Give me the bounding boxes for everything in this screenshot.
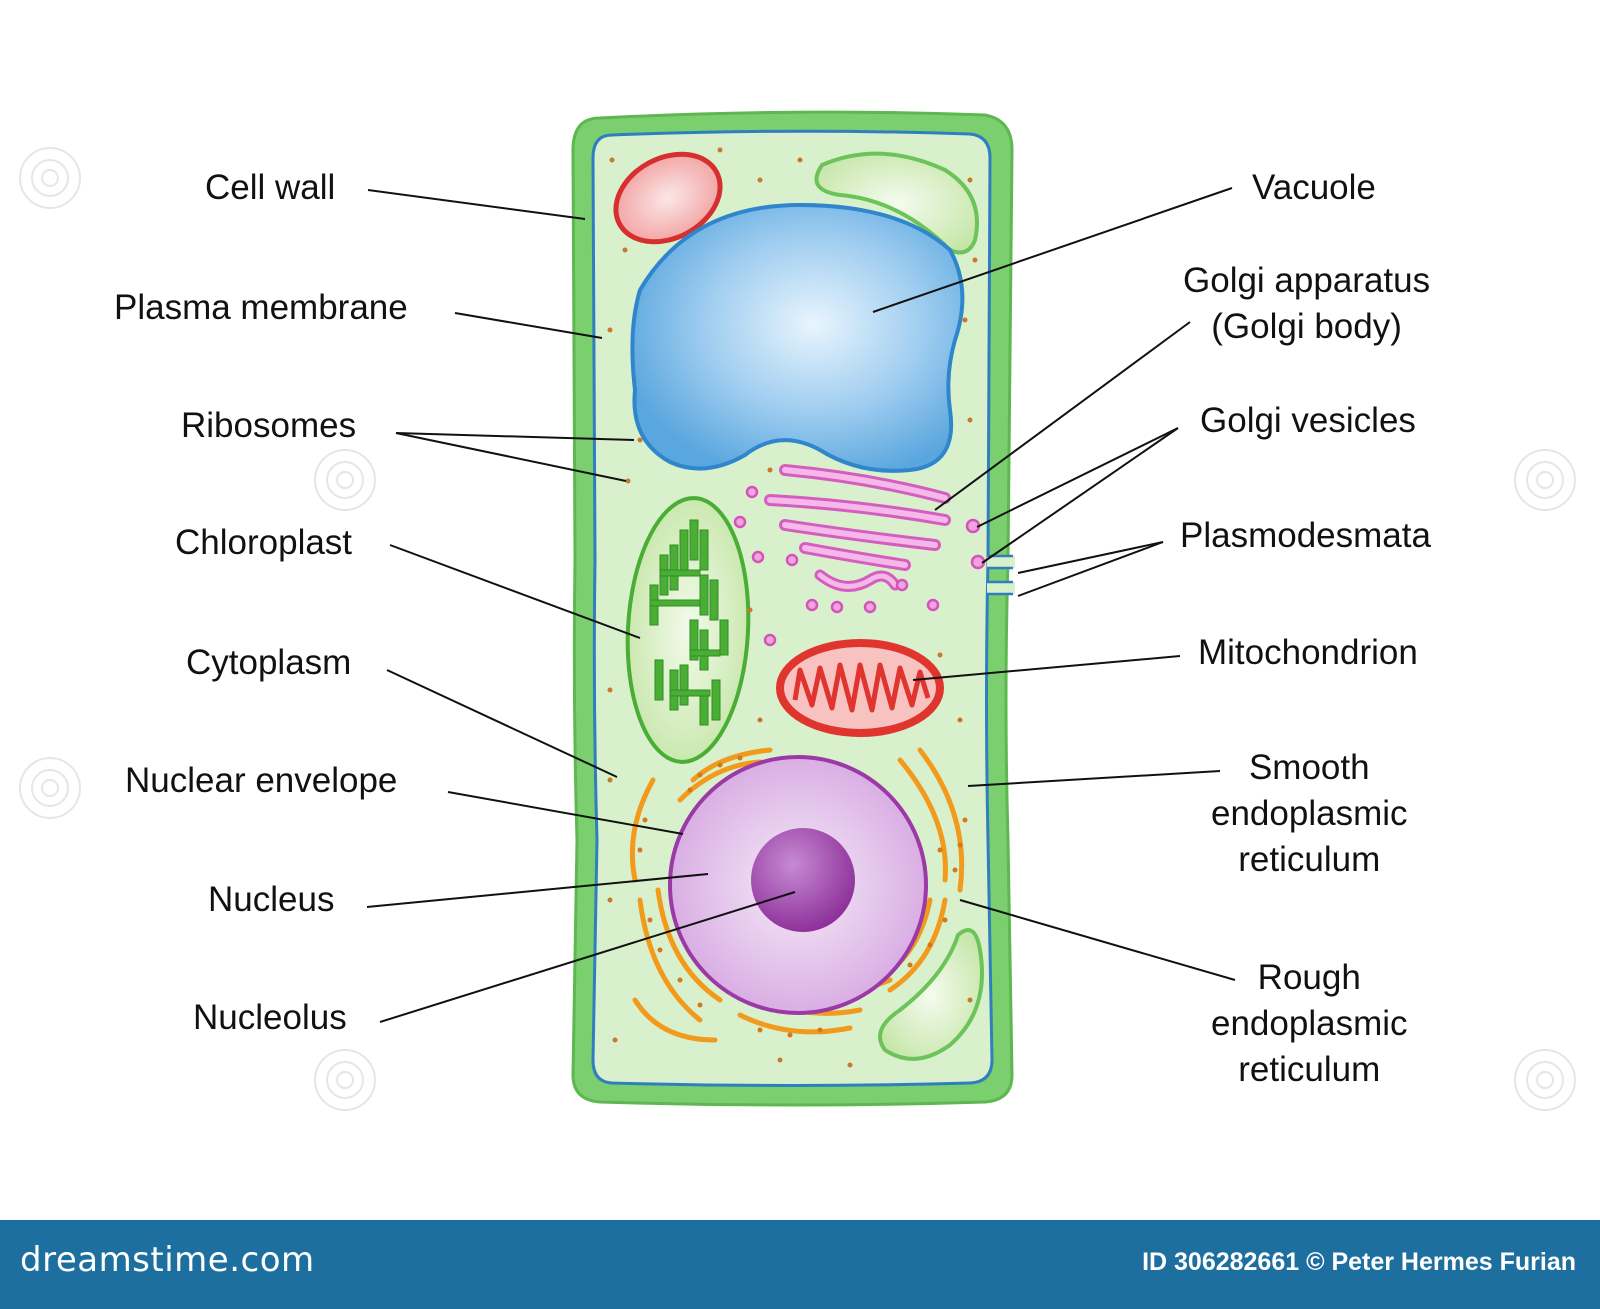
label-smooth-er-line2: endoplasmic: [1211, 794, 1408, 834]
label-golgi-apparatus-line2: (Golgi body): [1211, 307, 1402, 347]
golgi-apparatus: [764, 464, 951, 592]
er-ribosome-dots: [637, 755, 968, 1038]
label-golgi-vesicles: Golgi vesicles: [1200, 401, 1416, 440]
plant-cell-diagram: [19, 110, 1576, 1111]
footer-brand: dreamstime.com: [20, 1240, 315, 1280]
label-plasmodesmata: Plasmodesmata: [1180, 516, 1431, 555]
chloroplast: [625, 496, 751, 764]
mitochondrion: [776, 639, 944, 737]
label-mitochondrion: Mitochondrion: [1198, 633, 1418, 672]
watermark-swirls: [19, 147, 1576, 1111]
label-nucleus: Nucleus: [208, 880, 335, 919]
footer-credit: ID 306282661 © Peter Hermes Furian: [1142, 1248, 1576, 1276]
label-cytoplasm: Cytoplasm: [186, 643, 352, 682]
label-rough-er-line3: reticulum: [1238, 1050, 1381, 1090]
red-plastid: [613, 151, 723, 245]
label-smooth-er-line1: Smooth: [1248, 748, 1370, 787]
label-vacuole: Vacuole: [1252, 168, 1376, 207]
label-cell-wall: Cell wall: [205, 168, 336, 207]
label-golgi-apparatus-line1: Golgi apparatus: [1183, 261, 1431, 300]
label-nuclear-envelope: Nuclear envelope: [125, 761, 398, 800]
label-ribosomes: Ribosomes: [181, 406, 357, 445]
label-smooth-er: Smooth endoplasmic reticulum: [1211, 745, 1408, 884]
leucoplast-top: [814, 151, 979, 255]
footer-banner: dreamstime.com ID 306282661 © Peter Herm…: [0, 1220, 1600, 1309]
golgi-vesicles: [733, 485, 986, 647]
ribosomes: [607, 147, 978, 1068]
nucleolus: [751, 828, 855, 932]
label-plasma-membrane: Plasma membrane: [114, 288, 408, 327]
label-rough-er: Rough endoplasmic reticulum: [1211, 955, 1408, 1094]
leader-lines: [366, 187, 1236, 1023]
label-nucleolus: Nucleolus: [193, 998, 347, 1037]
label-chloroplast: Chloroplast: [175, 523, 353, 562]
label-smooth-er-line3: reticulum: [1238, 840, 1381, 880]
label-rough-er-line2: endoplasmic: [1211, 1004, 1408, 1044]
vacuole: [630, 202, 965, 473]
label-rough-er-line1: Rough: [1257, 958, 1361, 997]
label-golgi-apparatus: Golgi apparatus (Golgi body): [1183, 258, 1430, 350]
plasmodesmata: [987, 554, 1015, 596]
leucoplast-bottom: [878, 928, 984, 1061]
